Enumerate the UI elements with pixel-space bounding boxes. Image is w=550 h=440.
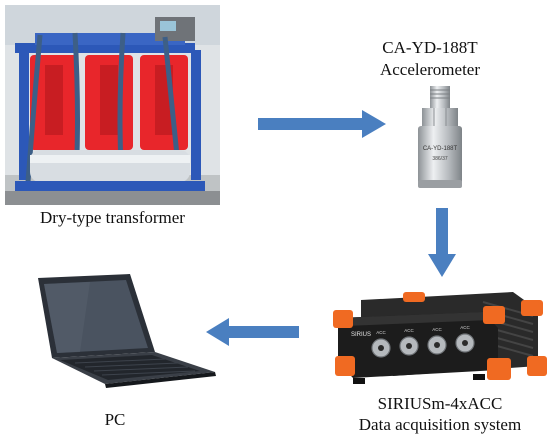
accelerometer-title-line2: Accelerometer: [379, 60, 481, 79]
daq-channel-label-1: ACC: [376, 330, 386, 335]
transformer-icon: [5, 5, 220, 205]
daq-channel-label-4: ACC: [460, 325, 470, 330]
daq-channel-label-2: ACC: [404, 328, 414, 333]
accelerometer-title-line1: CA-YD-188T: [382, 38, 478, 57]
accelerometer-engraving-model: CA-YD-188T: [423, 146, 458, 152]
accelerometer-icon: CA-YD-188T 386/37: [418, 86, 462, 188]
pc-label: PC: [104, 410, 126, 429]
daq-label-line2: Data acquisition system: [358, 415, 522, 434]
laptop-image: [30, 272, 220, 397]
arrow-accelerometer-to-daq: [428, 208, 456, 277]
accelerometer-image: CA-YD-188T 386/37: [410, 84, 470, 192]
arrow-daq-to-pc: [206, 318, 299, 346]
daq-image: SIRIUS ACC ACC ACC ACC: [333, 288, 548, 388]
accelerometer-engraving-serial: 386/37: [432, 156, 448, 162]
daq-channel-label-3: ACC: [432, 327, 442, 332]
transformer-image: [5, 5, 220, 205]
daq-device-icon: SIRIUS ACC ACC ACC ACC: [333, 292, 547, 384]
arrow-transformer-to-accelerometer: [258, 110, 386, 138]
laptop-icon: [38, 274, 216, 388]
transformer-label: Dry-type transformer: [40, 208, 185, 227]
daq-brand-text: SIRIUS: [351, 332, 371, 338]
daq-label-line1: SIRIUSm-4xACC: [377, 394, 503, 413]
